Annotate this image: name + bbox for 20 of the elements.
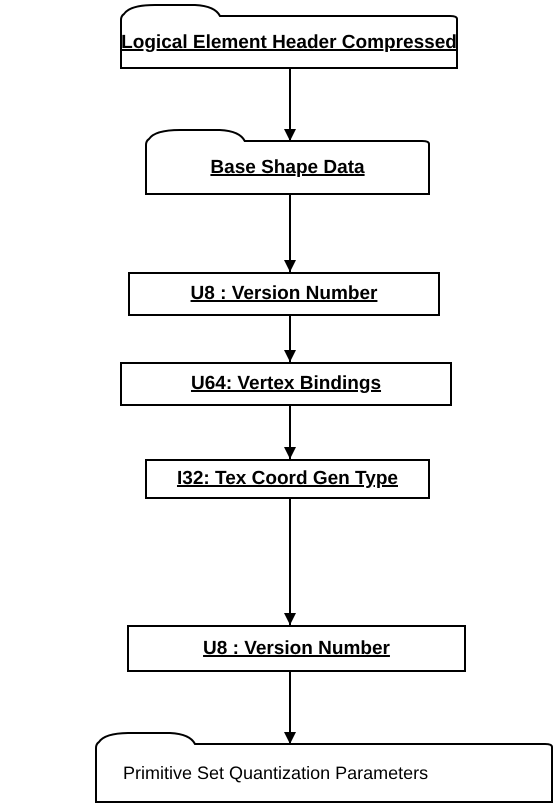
arrow xyxy=(284,316,296,362)
box-label: Logical Element Header Compressed xyxy=(121,32,457,54)
box-label: Base Shape Data xyxy=(210,157,365,179)
box-label: Primitive Set Quantization Parameters xyxy=(123,763,428,784)
process-box xyxy=(127,625,466,672)
tabbed-box xyxy=(120,5,458,69)
tabbed-box xyxy=(95,733,553,803)
process-box xyxy=(128,272,440,316)
arrow xyxy=(284,69,296,141)
tabbed-box xyxy=(145,130,430,195)
arrow xyxy=(284,499,296,625)
arrow xyxy=(284,195,296,272)
box-label: U8 : Version Number xyxy=(190,283,378,305)
arrow xyxy=(284,406,296,459)
box-label: I32: Tex Coord Gen Type xyxy=(176,468,398,490)
box-label: U8 : Version Number xyxy=(203,638,390,660)
arrow xyxy=(284,672,296,744)
box-label: U64: Vertex Bindings xyxy=(190,373,382,395)
process-box xyxy=(145,459,430,499)
process-box xyxy=(120,362,452,406)
